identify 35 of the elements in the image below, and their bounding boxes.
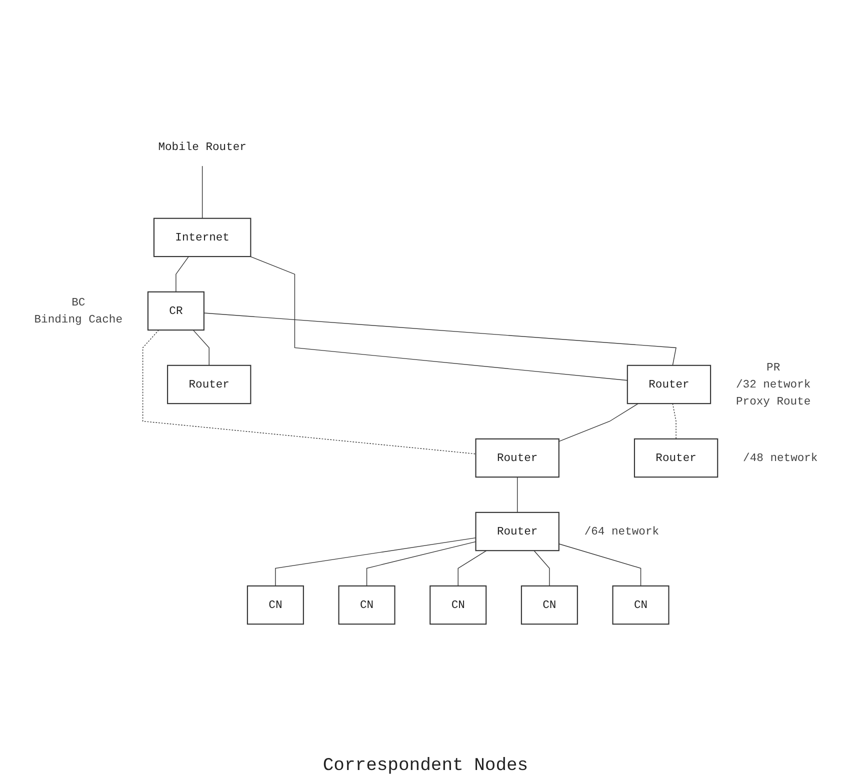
connector [142, 330, 476, 454]
node-box: Router [166, 364, 251, 404]
node-box: Router [633, 438, 718, 478]
node-box: Internet [152, 218, 251, 258]
connector [249, 256, 628, 381]
connector [457, 550, 486, 586]
node-label: /48 network [742, 452, 818, 464]
node-label: Proxy Route [735, 395, 810, 408]
node-label: /32 network [735, 378, 810, 391]
node-box: CN [429, 585, 486, 625]
node-box: CR [146, 291, 204, 331]
connector [274, 537, 476, 586]
connector [533, 550, 550, 586]
node-label: Binding Cache [34, 313, 122, 326]
node-label: BC [71, 296, 85, 309]
node-box: Router [474, 438, 559, 478]
node-box: Router [626, 364, 711, 404]
connector [516, 476, 518, 513]
node-box: CN [520, 585, 578, 625]
connector [192, 330, 209, 366]
connector [203, 312, 676, 366]
connector [672, 403, 676, 440]
connector [201, 166, 202, 219]
connector [558, 403, 638, 442]
node-box: CN [338, 585, 395, 625]
diagram-label: Correspondent Nodes [322, 756, 528, 776]
node-label: PR [766, 361, 780, 374]
connector [175, 256, 188, 292]
connector [366, 541, 476, 586]
connector [558, 544, 641, 586]
node-box: CN [246, 585, 304, 625]
node-box: Router [474, 512, 559, 552]
node-box: CN [612, 585, 669, 625]
node-label: /64 network [584, 525, 659, 538]
node-text: Mobile Router [158, 140, 246, 154]
